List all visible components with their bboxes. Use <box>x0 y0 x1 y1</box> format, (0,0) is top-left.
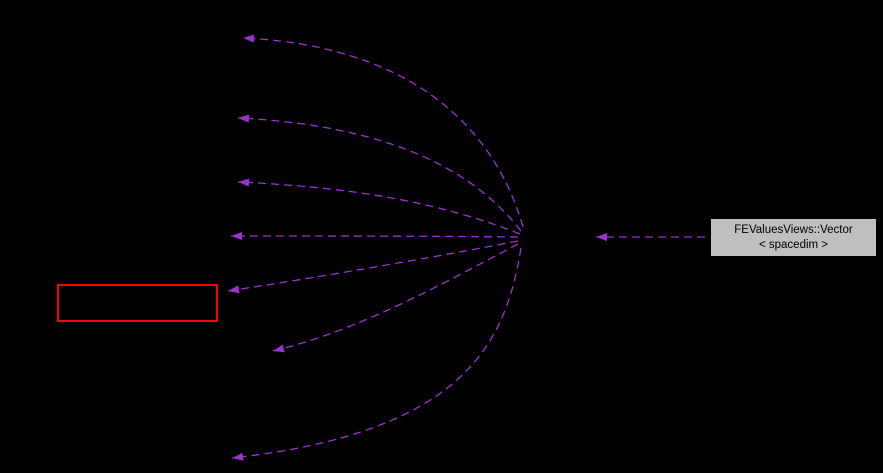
usage-edge-5 <box>227 240 519 294</box>
usage-edge-7 <box>231 247 522 461</box>
usage-edge-4 <box>230 232 519 241</box>
usage-edge-6 <box>272 243 519 353</box>
usage-edge-3 <box>237 178 521 235</box>
vector-node[interactable]: FEValuesViews::Vector < spacedim > <box>710 218 877 257</box>
vector-node-label-line2: < spacedim > <box>758 238 829 251</box>
usage-edge-1 <box>242 34 524 228</box>
vector-node-label-line1: FEValuesViews::Vector <box>734 223 853 236</box>
highlighted-node[interactable] <box>57 284 218 322</box>
usage-edge-2 <box>237 114 522 232</box>
